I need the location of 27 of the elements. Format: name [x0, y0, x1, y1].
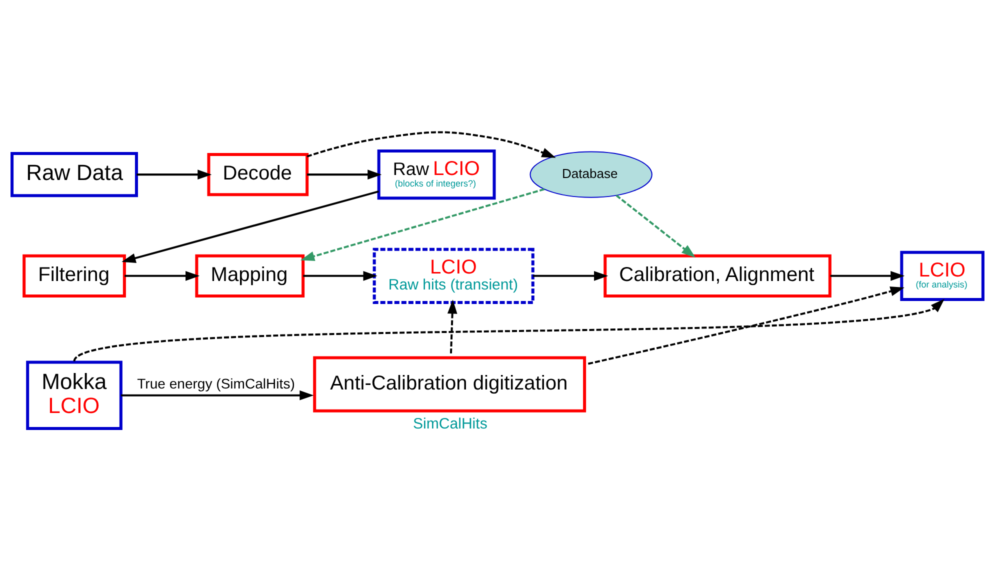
node-box: Mapping: [195, 254, 305, 297]
node-box: Raw LCIO (blocks of integers?): [377, 148, 496, 200]
arrow: [616, 194, 696, 258]
arrow: [136, 169, 212, 179]
node-box: Filtering: [22, 254, 126, 297]
node-box: Calibration, Alignment: [604, 254, 832, 297]
node-ellipse: Database: [530, 150, 652, 198]
node-label: SimCalHits: [412, 414, 488, 432]
arrow: [303, 270, 378, 280]
arrow: [307, 169, 382, 179]
arrow: [830, 270, 905, 280]
arrow: [532, 270, 608, 280]
node-box: Raw Data: [10, 151, 138, 197]
node-box: Decode: [207, 152, 309, 196]
node-box: Anti-Calibration digitization: [313, 356, 586, 412]
node-box: LCIO (for analysis): [900, 250, 984, 300]
arrow: [122, 190, 379, 262]
arrow: [588, 286, 904, 364]
arrow: [121, 390, 314, 400]
arrow: [74, 298, 944, 362]
arrow: [306, 130, 556, 158]
arrow: [447, 299, 458, 353]
node-box: Mokka LCIO: [26, 360, 122, 430]
arrow: [124, 270, 200, 280]
edge-label: True energy (SimCalHits): [137, 375, 295, 392]
node-box: LCIO Raw hits (transient): [372, 247, 534, 304]
arrow: [300, 188, 545, 260]
